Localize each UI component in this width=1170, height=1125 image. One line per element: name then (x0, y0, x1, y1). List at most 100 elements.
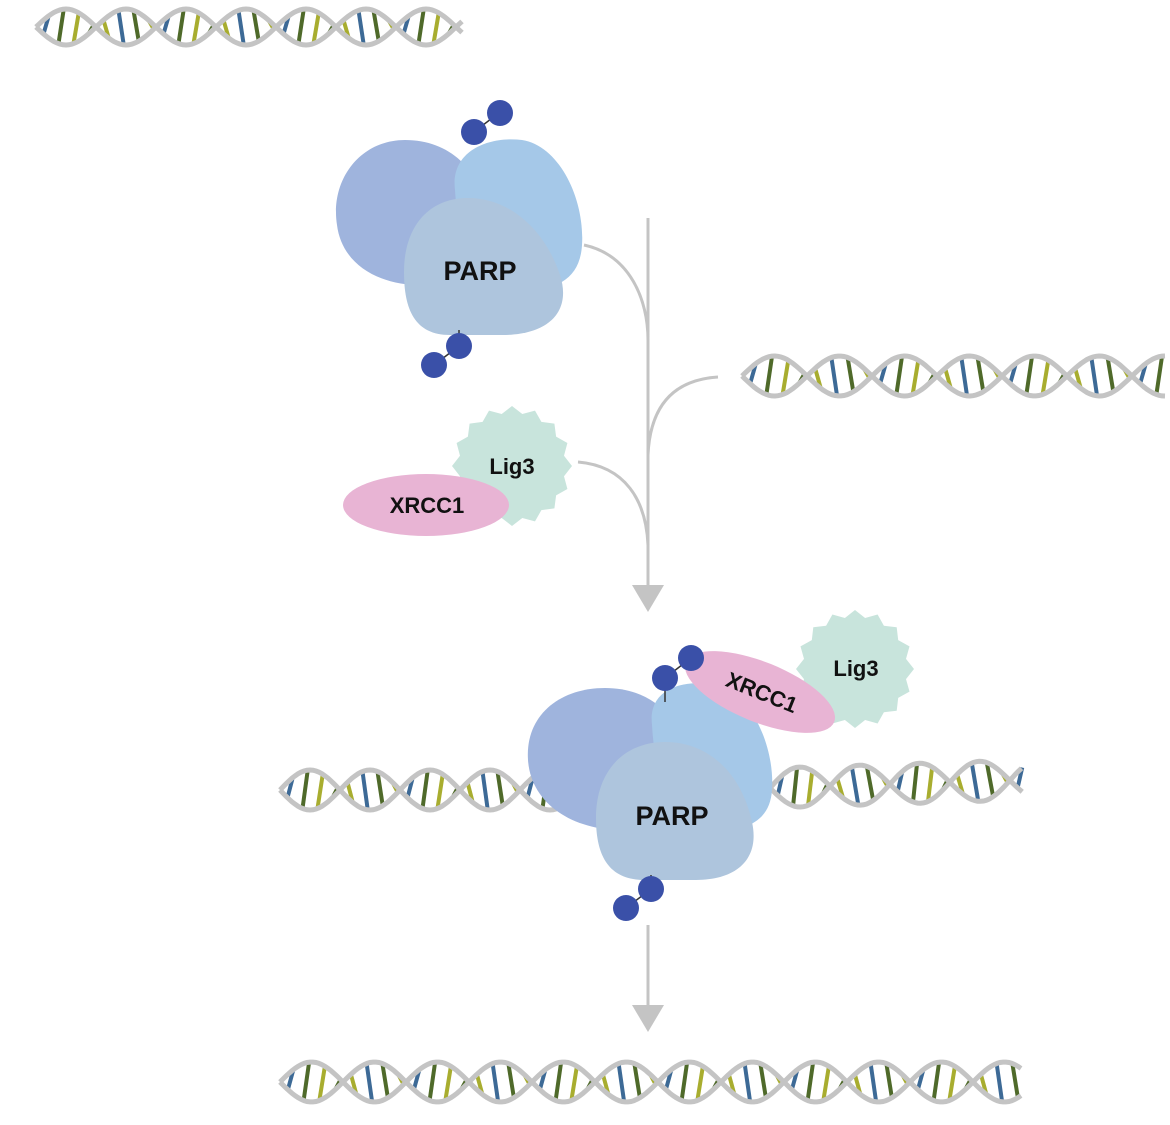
dna-backbone (34, 6, 464, 48)
dna-base-pair (849, 766, 861, 806)
dna-base-pair (1040, 359, 1051, 395)
dna-helix-icon (740, 353, 1166, 399)
dna-base-pair (894, 355, 905, 395)
dna-base-pair (884, 1063, 894, 1099)
dna-backbone (278, 767, 560, 813)
xrcc1-ellipse (684, 651, 836, 733)
dna-base-pair (553, 1061, 564, 1101)
dna-base-pair (311, 12, 321, 44)
dna-base-pair (679, 1061, 690, 1101)
dna-base-pair (791, 767, 800, 806)
dna-base-pair (868, 1063, 879, 1103)
arrowhead-1-icon (632, 585, 664, 612)
dna-backbone (34, 6, 464, 48)
dna-base-pair (780, 359, 791, 395)
dna-helix-icon (768, 758, 1025, 810)
lig3-star-shape (796, 610, 914, 728)
dna-base-pair (829, 357, 840, 397)
dna-feed-curve (646, 375, 719, 456)
parp-label: PARP (635, 801, 708, 831)
parp-complex-top: PARP (335, 100, 583, 378)
dna-base-pair (758, 1063, 768, 1099)
dna-base-pair (1089, 357, 1100, 397)
parp-front-lobe (596, 742, 754, 880)
xrcc1-ellipse (343, 474, 509, 536)
dna-base-pair (317, 1065, 327, 1101)
dna-backbone (278, 767, 560, 813)
dna-base-pair (431, 12, 441, 44)
par-bead-icon (487, 100, 513, 126)
dna-base-pair (300, 769, 310, 809)
dna-base-pair (506, 1063, 516, 1099)
dna-base-pair (947, 1065, 957, 1101)
dna-base-pair (56, 8, 66, 44)
dna-base-pair (251, 10, 261, 42)
dna-base-pair (315, 773, 325, 809)
dna-base-pair (569, 1065, 579, 1101)
dna-helix-icon (278, 767, 565, 813)
dna-base-pair (926, 766, 935, 802)
dna-base-pair (236, 10, 246, 46)
dna-base-pair (994, 1063, 1005, 1103)
dna-base-pair (984, 762, 996, 797)
dna-base-pair (1105, 357, 1116, 393)
dna-helix-icon (34, 6, 464, 48)
dna-base-pair (371, 10, 381, 42)
dna-backbone (278, 1059, 1023, 1105)
xrcc1-label: XRCC1 (390, 493, 465, 518)
arrowhead-2-icon (632, 1005, 664, 1032)
lig3-label: Lig3 (833, 656, 878, 681)
dna-base-pair (969, 762, 981, 802)
dna-base-pair (443, 1065, 453, 1101)
dna-base-pair (616, 1063, 627, 1103)
xrcc1-feed-curve (577, 460, 650, 546)
par-bead-icon (446, 333, 472, 359)
dna-base-pair (805, 1061, 816, 1101)
dna-backbone (768, 760, 1024, 808)
dna-base-pair (435, 773, 445, 809)
dna-base-pair (416, 8, 426, 44)
dna-backbone (278, 1059, 1023, 1105)
dna-backbone (740, 353, 1166, 399)
par-bead-icon (421, 352, 447, 378)
dna-base-pair (420, 769, 430, 809)
dna-base-pair (131, 10, 141, 42)
parp-front-lobe (404, 198, 564, 335)
par-bead-icon (638, 876, 664, 902)
xrcc1-lig3-complex-top: Lig3 XRCC1 (343, 406, 572, 536)
dna-base-pair (495, 771, 505, 807)
dna-base-pair (959, 357, 970, 397)
dna-base-pair (1010, 1063, 1020, 1099)
dna-backbone (740, 353, 1166, 399)
flow-arrows (577, 218, 719, 1005)
dna-base-pair (191, 12, 201, 44)
dna-base-pair (864, 766, 876, 801)
lig3-label: Lig3 (489, 454, 534, 479)
dna-base-pair (356, 10, 366, 46)
dna-helix-icon (278, 1059, 1023, 1105)
dna-base-pair (975, 357, 986, 393)
dna-base-pair (71, 12, 81, 44)
dna-base-pair (806, 770, 815, 806)
dna-base-pair (360, 771, 370, 811)
dna-base-pair (490, 1063, 501, 1103)
dna-base-pair (480, 771, 490, 811)
parp-feed-curve (583, 243, 650, 341)
dna-base-pair (176, 8, 186, 44)
dna-base-pair (845, 357, 856, 393)
dna-base-pair (632, 1063, 642, 1099)
dna-base-pair (380, 1063, 390, 1099)
dna-base-pair (910, 359, 921, 395)
dna-base-pair (931, 1061, 942, 1101)
dna-base-pair (375, 771, 385, 807)
dna-base-pair (911, 763, 920, 803)
parp-complex-bound: PARP XRCC1 Lig3 (527, 610, 914, 921)
dna-base-pair (742, 1063, 753, 1103)
par-bead-icon (613, 895, 639, 921)
dna-base-pair (821, 1065, 831, 1101)
dna-base-pair (1024, 355, 1035, 395)
dna-base-pair (427, 1061, 438, 1101)
dna-base-pair (764, 355, 775, 395)
dna-base-pair (116, 10, 126, 46)
